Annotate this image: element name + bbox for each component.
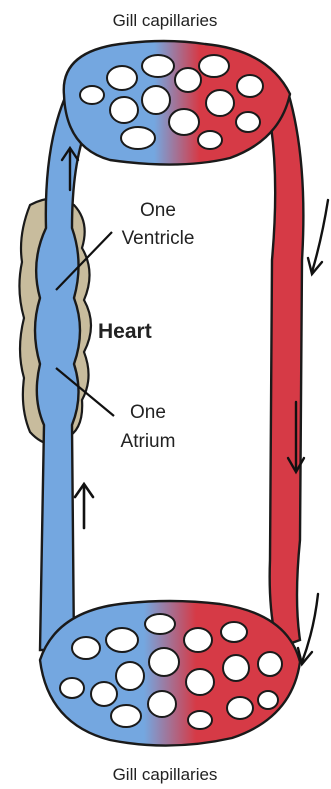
atrium-label-line2: Atrium [121,431,176,452]
top-gill-capillaries [64,41,290,165]
arrow-down-icon [308,200,328,274]
arrow-up-icon [75,484,93,528]
oxygenated-vessel [268,92,303,648]
heart-label: Heart [98,320,152,343]
ventricle-label-line2: Ventricle [122,228,195,249]
bottom-gill-capillaries [40,601,300,746]
ventricle-label-line1: One [140,200,176,221]
bottom-capillaries-label: Gill capillaries [113,765,218,784]
atrium-label-line1: One [130,402,166,423]
arrow-down-icon [298,594,318,664]
top-capillaries-label: Gill capillaries [113,11,218,30]
